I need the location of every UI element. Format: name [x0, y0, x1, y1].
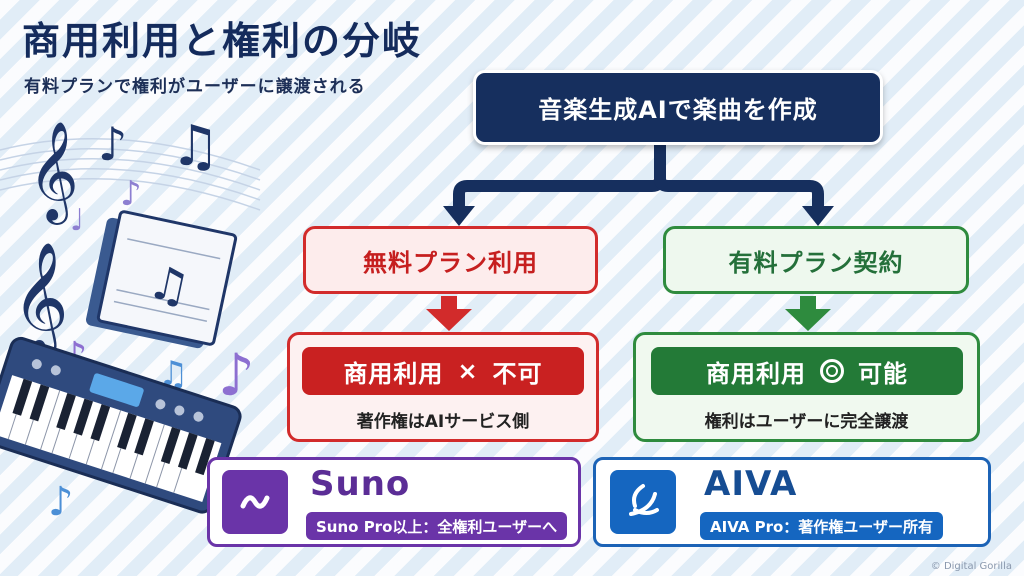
music-note-icon: ♪: [218, 341, 255, 409]
commercial-use-label: 商用利用: [706, 359, 806, 388]
result-value: 可能: [858, 359, 908, 388]
music-note-icon: ♩: [70, 203, 84, 238]
suno-card: Suno Suno Pro以上：全権利ユーザーへ: [207, 457, 581, 547]
suno-name: Suno: [310, 464, 411, 504]
free-result-panel: 商用利用 × 不可 著作権はAIサービス側: [287, 332, 599, 442]
cross-icon: ×: [457, 357, 479, 385]
arrow-down-icon: [785, 309, 831, 331]
music-note-icon: ♪: [98, 117, 127, 171]
free-result-note: 著作権はAIサービス側: [356, 412, 530, 432]
music-note-icon: ♪: [48, 479, 74, 525]
arrow-down-icon: [802, 206, 834, 226]
page-subtitle: 有料プランで権利がユーザーに譲渡される: [24, 77, 366, 97]
root-node: 音楽生成AIで楽曲を作成: [473, 70, 883, 145]
branch-connector: [654, 177, 824, 208]
arrow-down-icon: [443, 206, 475, 226]
aiva-card: AIVA AIVA Pro：著作権ユーザー所有: [593, 457, 991, 547]
suno-logo-icon: [222, 470, 288, 534]
double-circle-icon: [820, 359, 844, 383]
staff-lines: [0, 138, 261, 211]
page-title: 商用利用と権利の分岐: [22, 19, 423, 63]
aiva-tag: AIVA Pro：著作権ユーザー所有: [700, 512, 944, 540]
paid-result-banner: 商用利用 可能: [651, 347, 963, 395]
suno-tag: Suno Pro以上：全権利ユーザーへ: [306, 512, 568, 540]
aiva-name: AIVA: [704, 464, 798, 504]
paid-plan-node: 有料プラン契約: [663, 226, 969, 294]
sheet-music-icon: ♫: [85, 210, 238, 349]
free-result-banner: 商用利用 × 不可: [302, 347, 584, 395]
music-note-icon: ♫: [170, 114, 220, 179]
arrow-down-icon: [426, 309, 472, 331]
result-value: 不可: [492, 359, 543, 388]
paid-result-panel: 商用利用 可能 権利はユーザーに完全譲渡: [633, 332, 980, 442]
paid-result-note: 権利はユーザーに完全譲渡: [704, 412, 909, 432]
aiva-logo-icon: [610, 470, 676, 534]
free-plan-node: 無料プラン利用: [303, 226, 598, 294]
credit-text: © Digital Gorilla: [930, 561, 1012, 572]
branch-connector: [453, 145, 666, 208]
keyboard-icon: [0, 336, 242, 514]
treble-clef-icon: 𝄞: [28, 121, 79, 225]
commercial-use-label: 商用利用: [343, 359, 444, 388]
music-note-icon: ♪: [120, 174, 142, 214]
